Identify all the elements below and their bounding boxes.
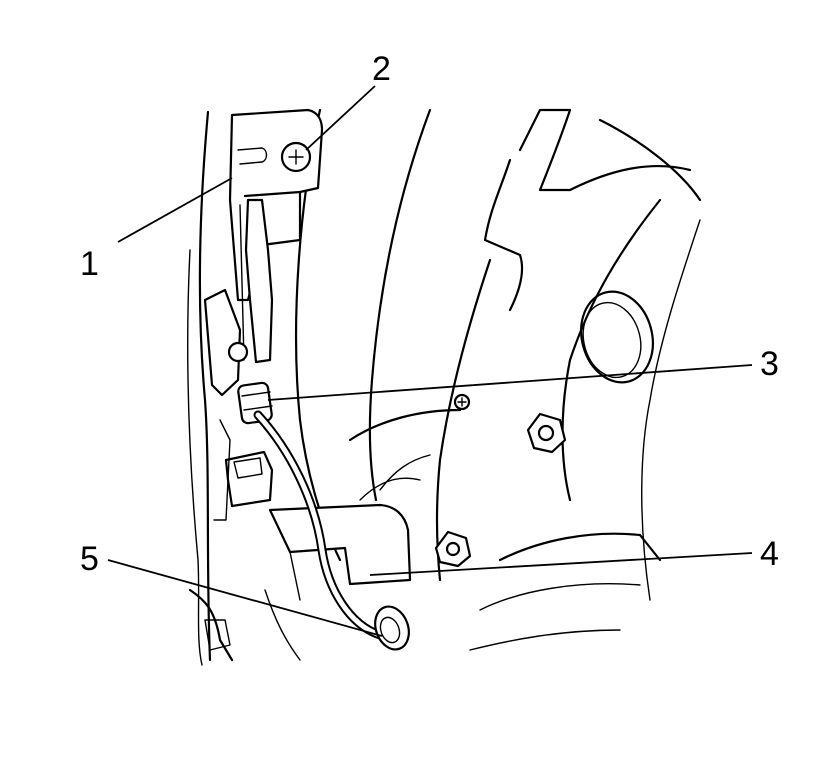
leader-line-2: [305, 85, 376, 151]
panel-plug-hole: [580, 290, 654, 384]
callout-labels: 1 2 3 4 5: [80, 50, 779, 578]
leader-line-5: [107, 559, 383, 637]
panel-fastener-upper: [453, 393, 471, 411]
leader-line-1: [117, 177, 233, 243]
lower-pillar-detail: [188, 588, 301, 662]
lower-latch-bracket: [213, 419, 274, 521]
panel-clip-middle: [526, 412, 567, 454]
leader-line-3: [267, 364, 753, 401]
door-channel: [268, 477, 421, 601]
callout-5: 5: [80, 540, 99, 578]
callout-2: 2: [372, 50, 391, 88]
bracket-screw: [280, 141, 312, 173]
hinge-bracket: [228, 108, 324, 302]
leader-line-4: [369, 552, 753, 576]
door-strut: [203, 198, 274, 397]
callout-4: 4: [760, 535, 779, 573]
panel-clip-lower: [434, 530, 472, 568]
lower-cable-grommet: [374, 605, 410, 651]
callout-3: 3: [760, 345, 779, 383]
upper-cable-grommet: [237, 381, 273, 425]
callout-1: 1: [80, 245, 99, 283]
cable-harness: [253, 410, 385, 640]
leader-lines: [107, 85, 753, 637]
